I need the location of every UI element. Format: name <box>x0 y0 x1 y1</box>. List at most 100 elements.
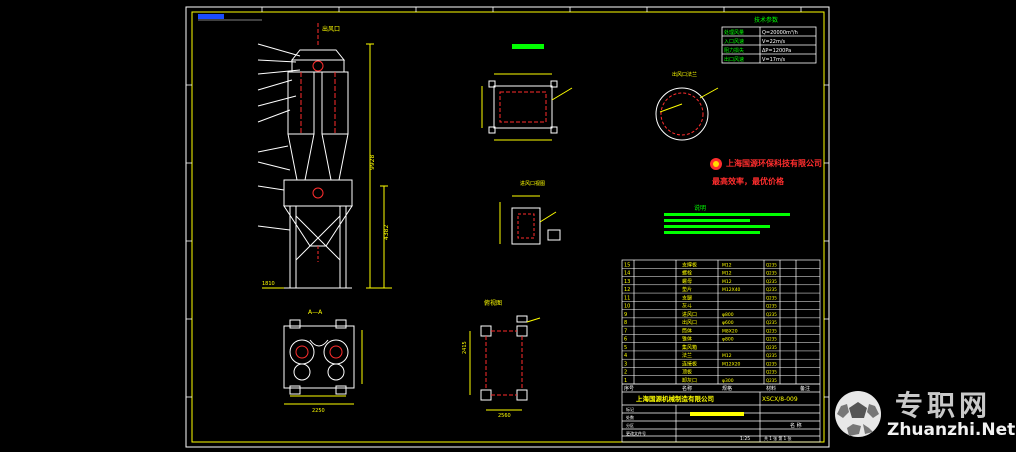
tech-param-name: 阻力损失 <box>724 47 744 54</box>
notes-lines <box>664 213 790 234</box>
watermark: 专职网 Zhuanzhi.Net <box>833 382 1015 450</box>
bom-item-material: Q235 <box>766 287 777 292</box>
bom-item-name: 支撑板 <box>682 261 697 268</box>
tech-param-name: 入口风速 <box>724 39 744 45</box>
bom-item-material: Q235 <box>766 304 777 309</box>
outlet-detail-view <box>499 195 561 245</box>
title-block-label: 处数 <box>626 414 634 420</box>
outer-frame <box>185 6 830 448</box>
notes-title: 说明 <box>694 204 706 212</box>
bom-item-spec: M12X20 <box>722 361 741 367</box>
bom-header-cell: 规格 <box>722 385 732 392</box>
bom-header-cell: 备注 <box>800 385 810 392</box>
bom-item-name: 法兰 <box>682 352 692 359</box>
bom-item-name: 连接板 <box>682 360 697 367</box>
bom-item-no: 14 <box>624 271 630 277</box>
leg-height-dim: 1810 <box>262 281 275 287</box>
plan-height-dim: 2415 <box>462 341 468 354</box>
tech-param-value: V=17m/s <box>762 57 786 63</box>
bom-item-spec: M12 <box>722 271 732 277</box>
bom-item-no: 11 <box>624 295 630 301</box>
bom-item-material: Q235 <box>766 320 777 325</box>
bom-item-material: Q235 <box>766 312 777 317</box>
inlet-title-green <box>512 44 544 49</box>
bom-item-name: 锥体 <box>682 336 692 343</box>
tech-param-value: ΔP=1200Pa <box>762 48 791 54</box>
flange-view-label: 出风口法兰 <box>672 71 697 78</box>
bom-item-name: 螺栓 <box>682 270 692 277</box>
watermark-site-name: 专职网 <box>895 389 992 422</box>
bom-item-name: 支腿 <box>682 294 692 301</box>
bom-item-no: 5 <box>624 345 627 351</box>
bom-header-cell: 序号 <box>624 385 634 392</box>
title-block-label: 更改文件号 <box>626 430 646 436</box>
bom-item-material: Q235 <box>766 361 777 366</box>
top-view <box>469 315 541 411</box>
title-block-label: 分区 <box>626 422 634 428</box>
company-logo <box>710 158 722 170</box>
bom-item-spec: φ300 <box>722 378 734 384</box>
bom-item-spec: φ800 <box>722 312 734 318</box>
bom-item-no: 6 <box>624 337 627 343</box>
bom-item-name: 筒体 <box>682 327 692 334</box>
drawing-number: XSCX/8-009 <box>762 396 798 403</box>
bom-item-no: 15 <box>624 262 630 268</box>
bom-item-no: 9 <box>624 312 627 318</box>
bom-item-material: Q235 <box>766 295 777 300</box>
slogan-text: 最高效率，最优价格 <box>712 176 785 186</box>
bom-header: 序号名称规格材料备注 <box>624 385 810 392</box>
scale-value: 1:25 <box>740 436 750 442</box>
company-name: 上海国源机械制造有限公司 <box>636 394 714 403</box>
slogan-company: 上海国源环保科技有限公司 <box>726 158 822 168</box>
tech-param-name: 处理风量 <box>724 29 744 36</box>
bom-item-spec: M8X20 <box>722 328 738 334</box>
bom-item-no: 3 <box>624 361 627 367</box>
bom-item-no: 12 <box>624 287 630 293</box>
section-width-dim: 2250 <box>312 408 325 414</box>
bom-item-name: 出风口 <box>682 319 697 326</box>
soccer-ball-icon <box>835 391 881 437</box>
title-green-bar <box>690 412 744 416</box>
flange-view <box>655 87 719 141</box>
plan-width-dim: 2560 <box>498 413 511 419</box>
tech-table <box>721 26 817 64</box>
section-a-label: A—A <box>308 309 323 316</box>
sheet-count: 共 1 张 第 1 张 <box>764 435 791 441</box>
bom-item-material: Q235 <box>766 271 777 276</box>
tech-param-name: 出口风速 <box>724 56 744 63</box>
bom-item-no: 4 <box>624 353 627 359</box>
bom-item-no: 7 <box>624 328 627 334</box>
tech-table-title: 技术参数 <box>754 16 778 24</box>
drawing-name-label: 名 称 <box>790 422 802 429</box>
bom-item-material: Q235 <box>766 353 777 358</box>
bom-item-spec: M12 <box>722 279 732 285</box>
total-height-dim: 9928 <box>369 155 376 170</box>
bom-item-spec: φ800 <box>722 337 734 343</box>
inlet-view <box>481 73 573 141</box>
bom-item-spec: M12X40 <box>722 287 741 293</box>
top-view-label: 俯视图 <box>484 299 502 307</box>
corner-blue-tag <box>198 14 224 19</box>
zone-ticks <box>186 7 829 398</box>
bom-item-name: 顶板 <box>682 369 692 376</box>
bom-item-name: 灰斗 <box>682 303 692 310</box>
bom-item-material: Q235 <box>766 279 777 284</box>
tech-param-value: V=22m/s <box>762 39 786 45</box>
bom-item-name: 垫片 <box>682 286 692 293</box>
bom-header-cell: 材料 <box>766 385 776 392</box>
inner-frame <box>191 11 825 443</box>
bom-item-name: 螺母 <box>682 278 692 285</box>
bom-item-material: Q235 <box>766 378 777 383</box>
bom-item-no: 10 <box>624 304 630 310</box>
section-a-view <box>283 319 363 405</box>
elevation-view: 出风口 <box>257 23 392 289</box>
bom-item-material: Q235 <box>766 337 777 342</box>
bom-item-name: 集风箱 <box>682 344 697 351</box>
bom-item-material: Q235 <box>766 328 777 333</box>
title-block-label: 标记 <box>626 406 634 412</box>
watermark-url: Zhuanzhi.Net <box>887 420 1016 440</box>
